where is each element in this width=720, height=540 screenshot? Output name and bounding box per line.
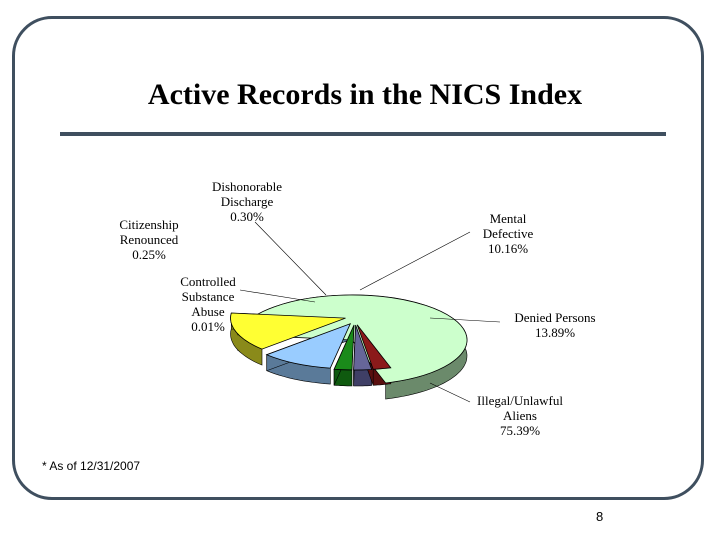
title-underline [60,132,666,136]
leader-line-denied-persons [429,317,501,323]
leader-line-controlled-substance-abuse [239,289,316,303]
pie-slice-dishonorable-discharge [333,324,355,371]
pie-tops [230,294,468,384]
pie-slice-citizenship-renounced [353,324,373,371]
slide-frame [12,16,704,500]
leader-line-mental-defective [359,231,471,291]
footnote: * As of 12/31/2007 [42,459,141,473]
leader-lines [239,221,501,403]
chart-title: Active Records in the NICS Index [147,78,583,111]
leader-line-illegal-unlawful-aliens [429,382,471,403]
pie-slice-controlled-substance-abuse [356,324,392,370]
page-number: 8 [596,509,604,524]
pie-slice-denied-persons [230,312,346,350]
leader-line-dishonorable-discharge [254,221,327,296]
pie-slice-mental-defective [265,323,352,369]
